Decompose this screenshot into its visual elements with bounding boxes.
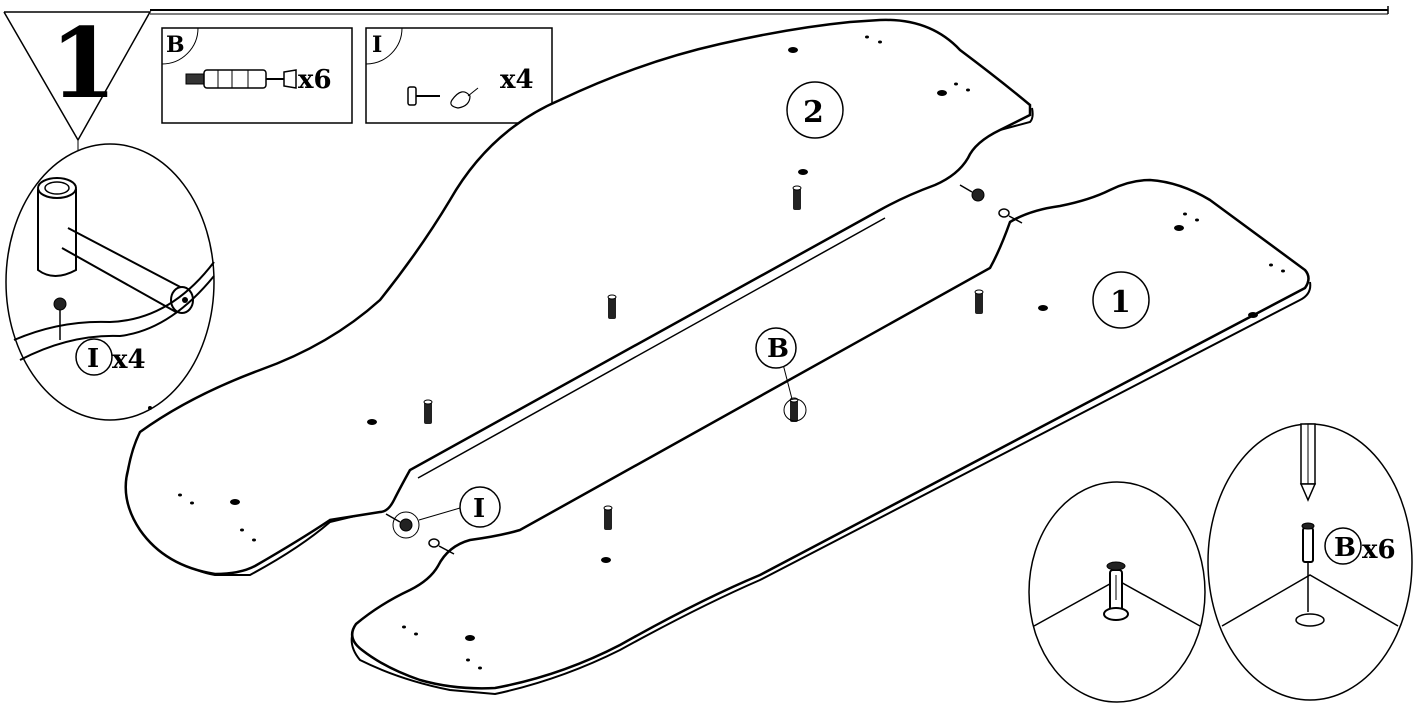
detail-dowel-installed <box>1028 481 1206 703</box>
detail-left-letter: I <box>87 344 99 374</box>
part-qty-i: x4 <box>500 65 534 95</box>
panel-1: 1 <box>350 178 1312 696</box>
detail-right-qty: x6 <box>1362 535 1396 565</box>
callout-i-letter: I <box>473 494 485 524</box>
part-box-b: B x6 <box>161 27 353 124</box>
panel-1-dowels <box>603 289 984 530</box>
panel-2-number-badge <box>786 81 844 139</box>
screwdriver-icon <box>1299 423 1317 502</box>
panel-2-dowels <box>423 185 802 424</box>
panel-1-number: 1 <box>1110 285 1131 320</box>
detail-left-qty: x4 <box>112 345 146 375</box>
panel-2-number: 2 <box>803 95 824 130</box>
cam-dowel-icon <box>185 69 297 89</box>
detail-screwdriver: B x6 <box>1207 423 1413 701</box>
step-indicator: 1 <box>3 7 152 142</box>
pin-cam-icon <box>407 86 479 109</box>
panel-2-holes <box>178 35 970 542</box>
callout-b-letter: B <box>767 334 789 364</box>
cam-pin-icon <box>37 177 194 314</box>
part-box-i: I x4 <box>365 27 553 124</box>
panel-1-number-badge <box>1092 271 1150 329</box>
part-qty-b: x6 <box>298 65 332 95</box>
step-number: 1 <box>50 7 117 120</box>
callout-b-center: B <box>755 327 807 422</box>
part-letter-i: I <box>372 32 382 58</box>
header-frame <box>150 6 1389 15</box>
panel-2: 2 <box>124 18 1034 576</box>
connector-pins <box>385 184 1023 555</box>
detail-right-letter: B <box>1334 533 1356 563</box>
detail-left: I x4 <box>5 140 215 421</box>
panel-1-holes <box>402 212 1285 670</box>
part-letter-b: B <box>166 32 185 58</box>
callout-i-center: I <box>392 486 501 539</box>
